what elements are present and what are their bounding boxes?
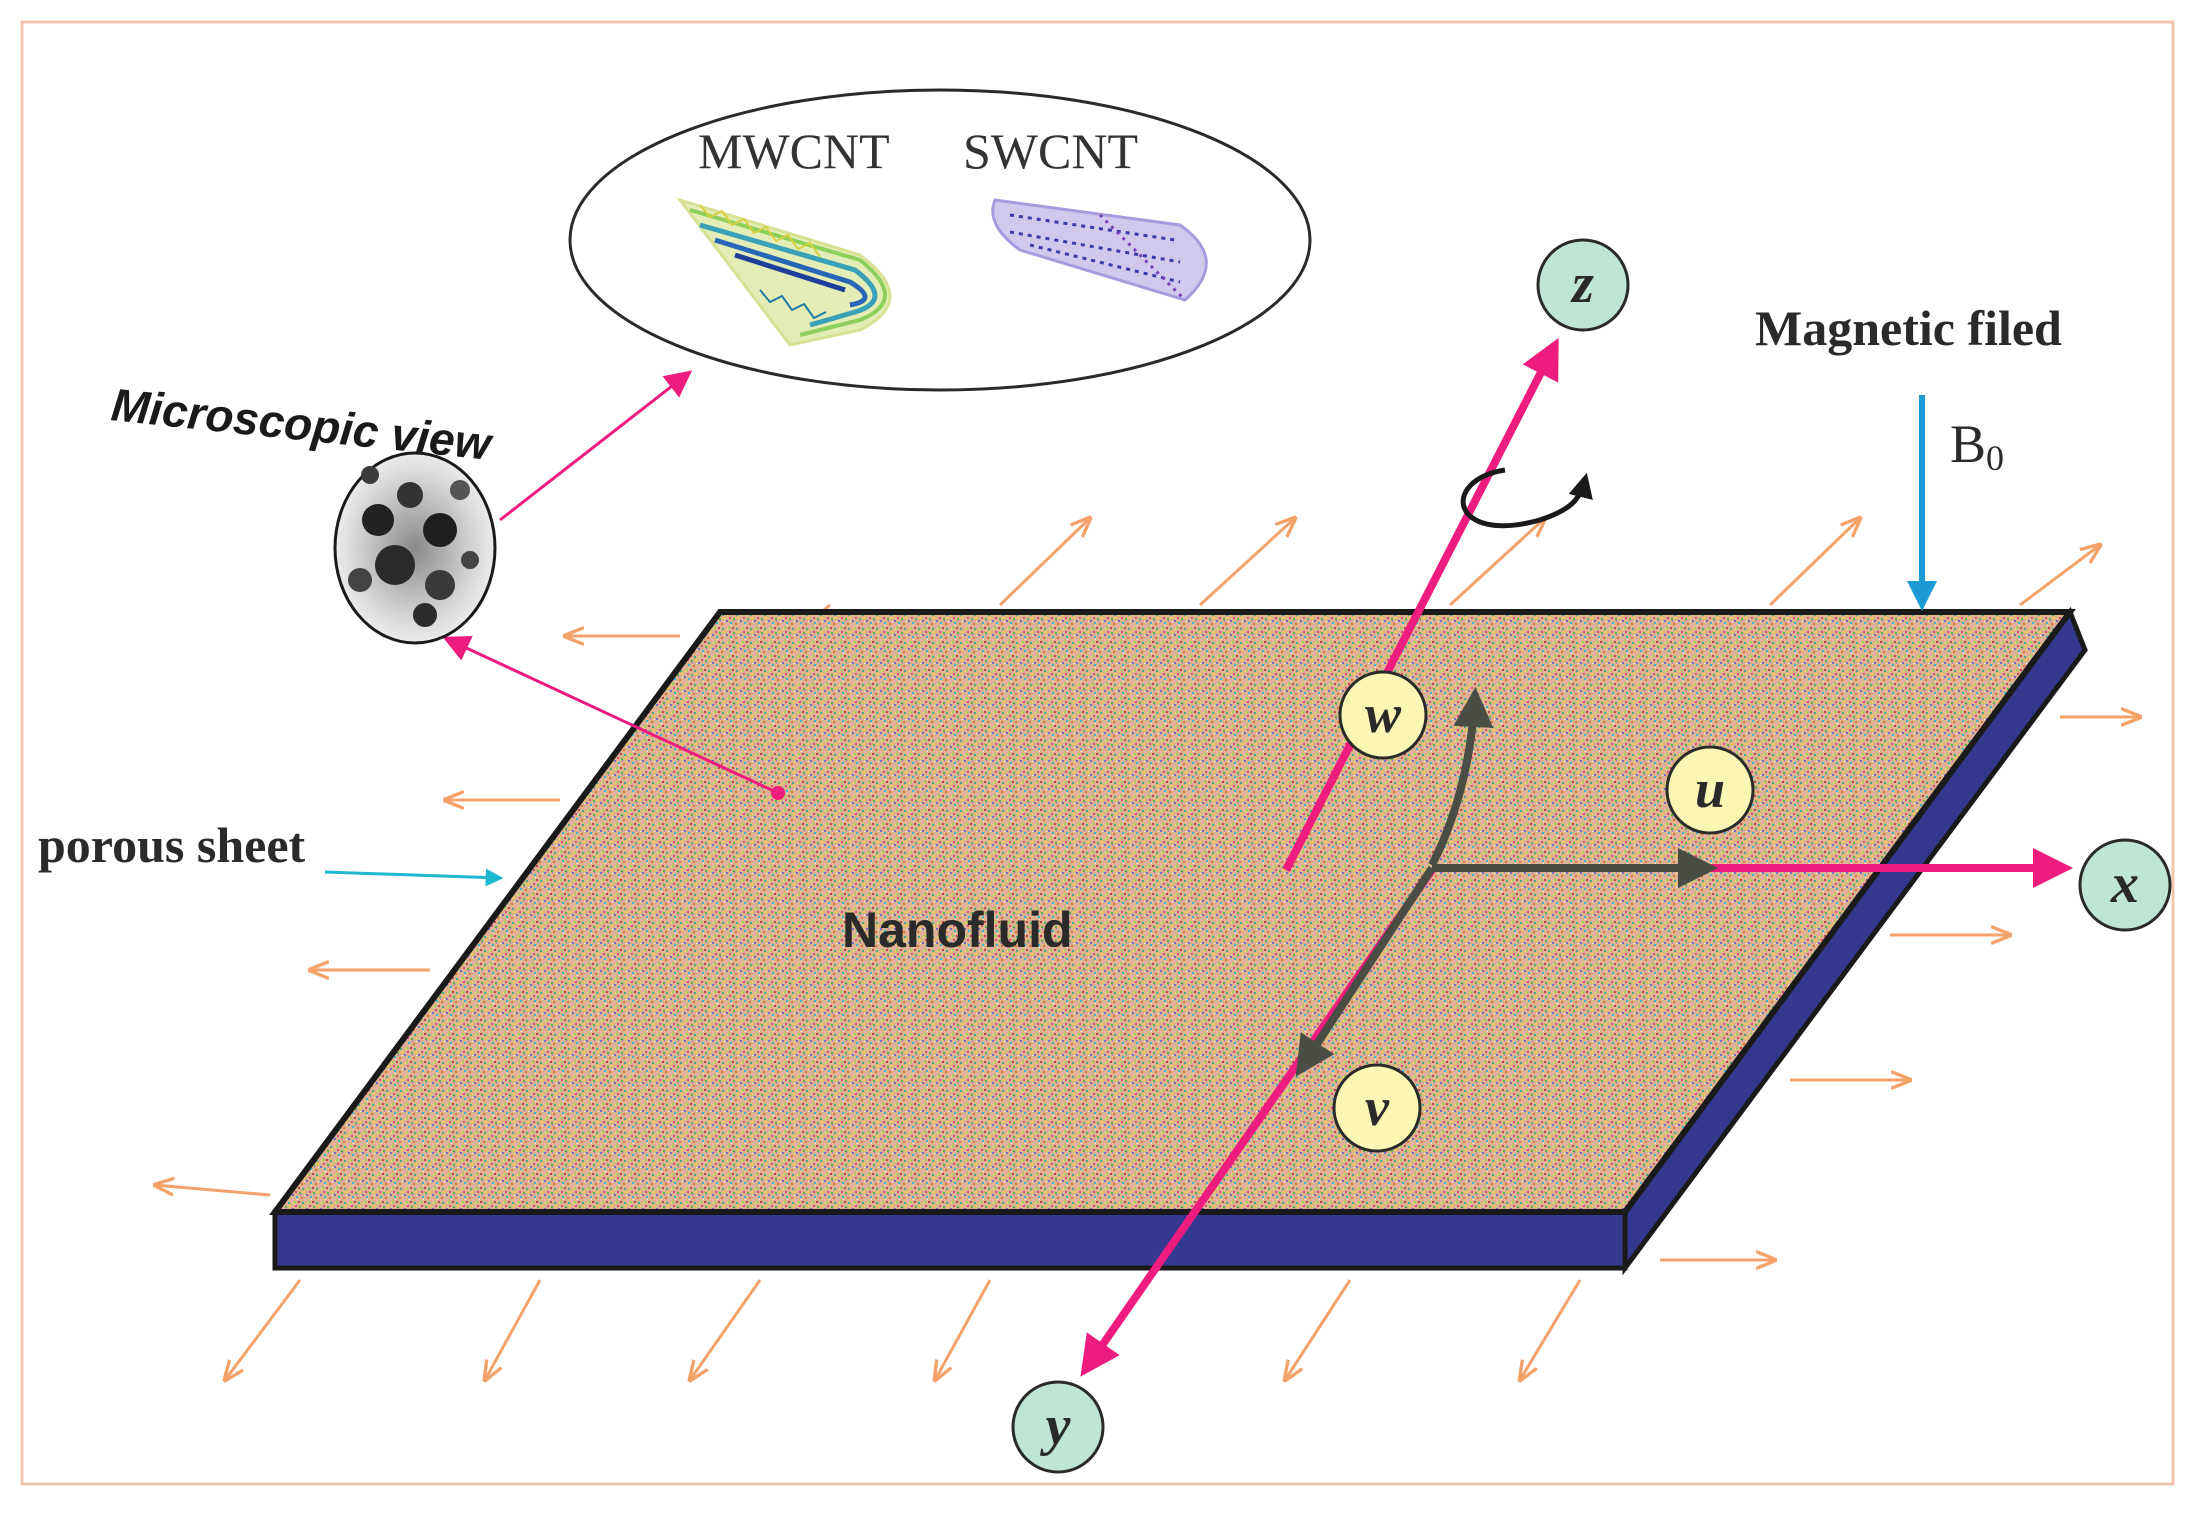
stretch-arrow: [1520, 1279, 1582, 1380]
swcnt-label: SWCNT: [963, 123, 1138, 179]
rotation-arrow-icon: [1460, 467, 1593, 529]
mwcnt-tube-icon: [676, 197, 892, 347]
x-axis-badge: x: [2078, 838, 2172, 932]
u-velocity-label: u: [1695, 759, 1725, 819]
stretching-arrows: [155, 518, 2140, 1380]
stretch-arrow: [225, 1279, 302, 1380]
z-axis-label: z: [1570, 253, 1594, 315]
b0-label: B0: [1950, 414, 2004, 478]
stretch-arrow: [998, 518, 1090, 607]
sphere-to-oval-arrow: [499, 370, 693, 522]
microscopic-view-label: Microscopic view: [109, 378, 496, 470]
v-velocity-arrow: [1295, 865, 1436, 1077]
sample-to-sphere-arrow: [442, 636, 779, 795]
b0-subscript: 0: [1986, 438, 2004, 478]
sheet-front-edge: [272, 1209, 1628, 1271]
stretch-arrow: [690, 1279, 762, 1380]
u-velocity-badge: u: [1665, 745, 1755, 835]
swcnt-tube-icon: [991, 198, 1208, 302]
mwcnt-label: MWCNT: [698, 123, 890, 179]
y-axis-badge: y: [1011, 1380, 1105, 1474]
stretch-arrow: [1768, 518, 1860, 607]
w-velocity-arrow: [1428, 687, 1494, 867]
stretch-arrow: [935, 1279, 992, 1380]
porous-sheet-indicator-arrow: [324, 868, 504, 887]
w-velocity-badge: w: [1338, 670, 1428, 760]
figure-frame: [20, 20, 2175, 1486]
v-velocity-label: v: [1365, 1077, 1390, 1137]
stretch-arrow: [155, 1185, 271, 1195]
stretch-arrow: [1285, 1279, 1352, 1380]
stretch-arrow: [2019, 545, 2100, 607]
porous-sheet-label: porous sheet: [38, 817, 306, 873]
z-axis-badge: z: [1536, 238, 1630, 332]
y-axis-label: y: [1040, 1395, 1072, 1457]
w-velocity-label: w: [1365, 684, 1402, 744]
v-velocity-badge: v: [1332, 1063, 1422, 1153]
stretch-arrow: [1198, 518, 1295, 607]
stretch-arrow: [1448, 518, 1545, 607]
nanofluid-label: Nanofluid: [842, 902, 1073, 958]
microscopic-sphere-icon: [333, 451, 497, 645]
magnetic-field-label: Magnetic filed: [1755, 300, 2062, 356]
x-axis-label: x: [2110, 853, 2139, 915]
stretch-arrow: [485, 1279, 542, 1380]
b0-base: B: [1950, 414, 1986, 474]
cnt-oval: [568, 88, 1312, 392]
z-axis: [1282, 337, 1559, 872]
porous-sheet-surface: [269, 609, 2076, 1215]
